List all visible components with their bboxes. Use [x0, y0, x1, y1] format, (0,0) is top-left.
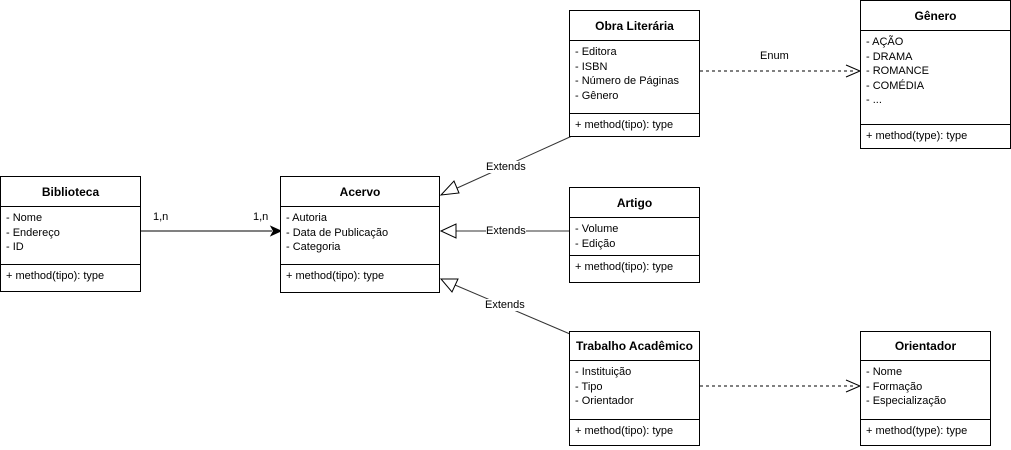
attribute: - Edição [575, 237, 616, 250]
class-acervo[interactable]: Acervo - Autoria - Data de Publicação - … [280, 176, 440, 293]
method: + method(tipo): type [286, 270, 385, 282]
attribute: - Instituição [575, 366, 632, 378]
attributes-compartment: - Volume - Edição [570, 218, 699, 256]
attributes-compartment: - Editora - ISBN - Número de Páginas - G… [570, 41, 699, 114]
attribute: - Categoria [286, 241, 341, 253]
methods-compartment: + method(tipo): type [1, 265, 140, 284]
method: + method(type): type [866, 130, 968, 142]
attributes-compartment: - AÇÃO - DRAMA - ROMANCE - COMÉDIA - ... [861, 31, 1010, 125]
enum-value: - COMÉDIA [866, 79, 925, 92]
extends-trabalho-arrowhead [439, 278, 459, 293]
attribute: - Endereço [6, 226, 60, 239]
extends-obra-arrowhead [439, 180, 460, 196]
enum-value: - ... [866, 94, 882, 106]
class-name: Acervo [281, 177, 439, 207]
attributes-compartment: - Instituição - Tipo - Orientador [570, 361, 699, 420]
attribute: - Nome [866, 366, 903, 378]
association-target-multiplicity: 1,n [253, 211, 269, 223]
enum-label: Enum [760, 50, 789, 62]
methods-compartment: + method(tipo): type [570, 420, 699, 439]
attributes-compartment: - Autoria - Data de Publicação - Categor… [281, 207, 439, 265]
methods-compartment: + method(tipo): type [570, 256, 699, 275]
methods-compartment: + method(type): type [861, 125, 1010, 144]
enum-value: - ROMANCE [866, 65, 929, 77]
attribute: - Nome [6, 212, 43, 224]
extends-obra-label: Extends [486, 161, 526, 173]
class-biblioteca[interactable]: Biblioteca - Nome - Endereço - ID + meth… [0, 176, 141, 292]
attribute: - Volume [575, 223, 619, 235]
attribute: - Orientador [575, 395, 634, 407]
method: + method(type): type [866, 425, 968, 437]
class-trabalho-academico[interactable]: Trabalho Acadêmico - Instituição - Tipo … [569, 331, 700, 446]
method: + method(tipo): type [575, 119, 674, 131]
methods-compartment: + method(tipo): type [281, 265, 439, 284]
attribute: - ID [6, 241, 24, 253]
attribute: - Formação [866, 380, 923, 393]
class-genero[interactable]: Gênero - AÇÃO - DRAMA - ROMANCE - COMÉDI… [860, 0, 1011, 149]
class-orientador[interactable]: Orientador - Nome - Formação - Especiali… [860, 331, 991, 446]
extends-artigo-arrowhead [439, 223, 457, 239]
enum-value: - AÇÃO [866, 36, 904, 48]
attributes-compartment: - Nome - Endereço - ID [1, 207, 140, 265]
attribute: - Gênero [575, 89, 619, 102]
attribute: - ISBN [575, 60, 608, 73]
methods-compartment: + method(type): type [861, 420, 990, 439]
class-name: Obra Literária [570, 11, 699, 41]
attribute: - Data de Publicação [286, 226, 389, 239]
attribute: - Tipo [575, 380, 603, 393]
enum-value: - DRAMA [866, 50, 913, 63]
extends-artigo-label: Extends [486, 225, 526, 237]
class-name: Orientador [861, 332, 990, 361]
method: + method(tipo): type [6, 270, 105, 282]
extends-trabalho-label: Extends [485, 299, 525, 311]
class-obra-literaria[interactable]: Obra Literária - Editora - ISBN - Número… [569, 10, 700, 137]
class-name: Trabalho Acadêmico [570, 332, 699, 361]
attribute: - Número de Páginas [575, 75, 679, 87]
attribute: - Especialização [866, 395, 947, 407]
attribute: - Autoria [286, 212, 327, 224]
method: + method(tipo): type [575, 425, 674, 437]
class-name: Gênero [861, 1, 1010, 31]
class-name: Biblioteca [1, 177, 140, 207]
association-source-multiplicity: 1,n [153, 211, 169, 223]
attribute: - Editora [575, 46, 617, 58]
method: + method(tipo): type [575, 261, 674, 273]
attributes-compartment: - Nome - Formação - Especialização [861, 361, 990, 420]
class-name: Artigo [570, 188, 699, 218]
methods-compartment: + method(tipo): type [570, 114, 699, 133]
association-arrowhead [269, 225, 283, 237]
class-artigo[interactable]: Artigo - Volume - Edição + method(tipo):… [569, 187, 700, 283]
